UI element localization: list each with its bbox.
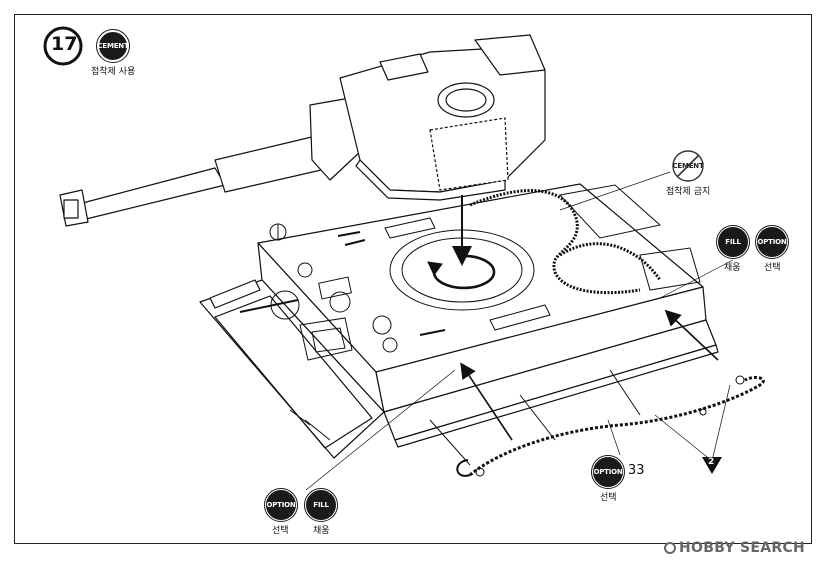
no-cement-badge-text: CEMENT xyxy=(672,162,704,170)
fill-icon-bottom xyxy=(306,490,336,520)
option-icon-right xyxy=(757,227,787,257)
option-badge-text-bottom: OPTION xyxy=(266,501,296,509)
fill-caption-right: 채움 xyxy=(724,263,741,273)
tow-cable-part xyxy=(456,375,765,477)
fill-badge-text-right: FILL xyxy=(725,238,741,246)
watermark-text: HOBBY SEARCH xyxy=(679,540,806,556)
cement-caption: 접착제 사용 xyxy=(91,67,136,77)
cement-badge-text: CEMENT xyxy=(97,42,129,50)
option-badge-text-cable: OPTION xyxy=(593,468,623,476)
step-number-circle xyxy=(43,26,83,66)
option-caption-right: 선택 xyxy=(764,263,781,273)
tank-turret xyxy=(59,34,546,227)
cable-arrow-right xyxy=(664,309,719,361)
part-marker-triangle xyxy=(702,457,722,474)
watermark-logo-icon xyxy=(664,542,676,554)
leader-lines xyxy=(305,171,734,491)
part-marker-label: 2 xyxy=(708,457,715,467)
fill-caption-bottom: 채움 xyxy=(313,526,330,536)
step-number: 17 xyxy=(51,33,78,55)
part-number-33: 33 xyxy=(628,463,645,478)
no-cement-caption: 접착제 금지 xyxy=(666,187,711,197)
no-cement-icon xyxy=(672,150,704,182)
option-caption-bottom: 선택 xyxy=(272,526,289,536)
fill-icon-right xyxy=(718,227,748,257)
tank-hull xyxy=(199,183,719,459)
option-icon-bottom xyxy=(266,490,296,520)
fill-badge-text-bottom: FILL xyxy=(313,501,329,509)
page-border xyxy=(14,14,812,544)
deck-details xyxy=(239,184,701,466)
option-badge-text-right: OPTION xyxy=(757,238,787,246)
option-icon-cable xyxy=(593,457,623,487)
cement-icon xyxy=(97,30,129,62)
option-caption-cable: 선택 xyxy=(600,493,617,503)
cable-arrow-left xyxy=(460,362,513,441)
watermark: HOBBY SEARCH xyxy=(664,540,805,556)
